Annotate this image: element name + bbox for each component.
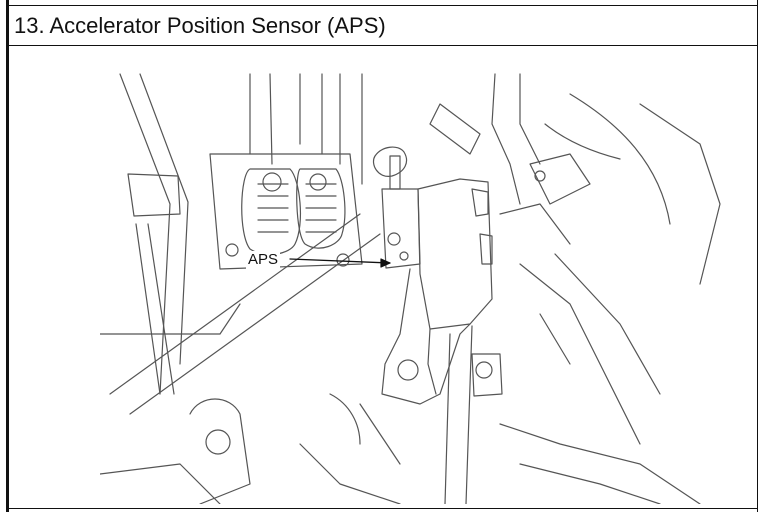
section-title: 13. Accelerator Position Sensor (APS) (14, 13, 386, 38)
header-rule (6, 45, 758, 46)
aps-line-drawing (100, 73, 721, 504)
right-border (757, 0, 758, 512)
bottom-rule (6, 508, 758, 509)
left-border (6, 0, 9, 512)
aps-callout-label: APS (246, 251, 281, 269)
top-rule (6, 5, 758, 6)
